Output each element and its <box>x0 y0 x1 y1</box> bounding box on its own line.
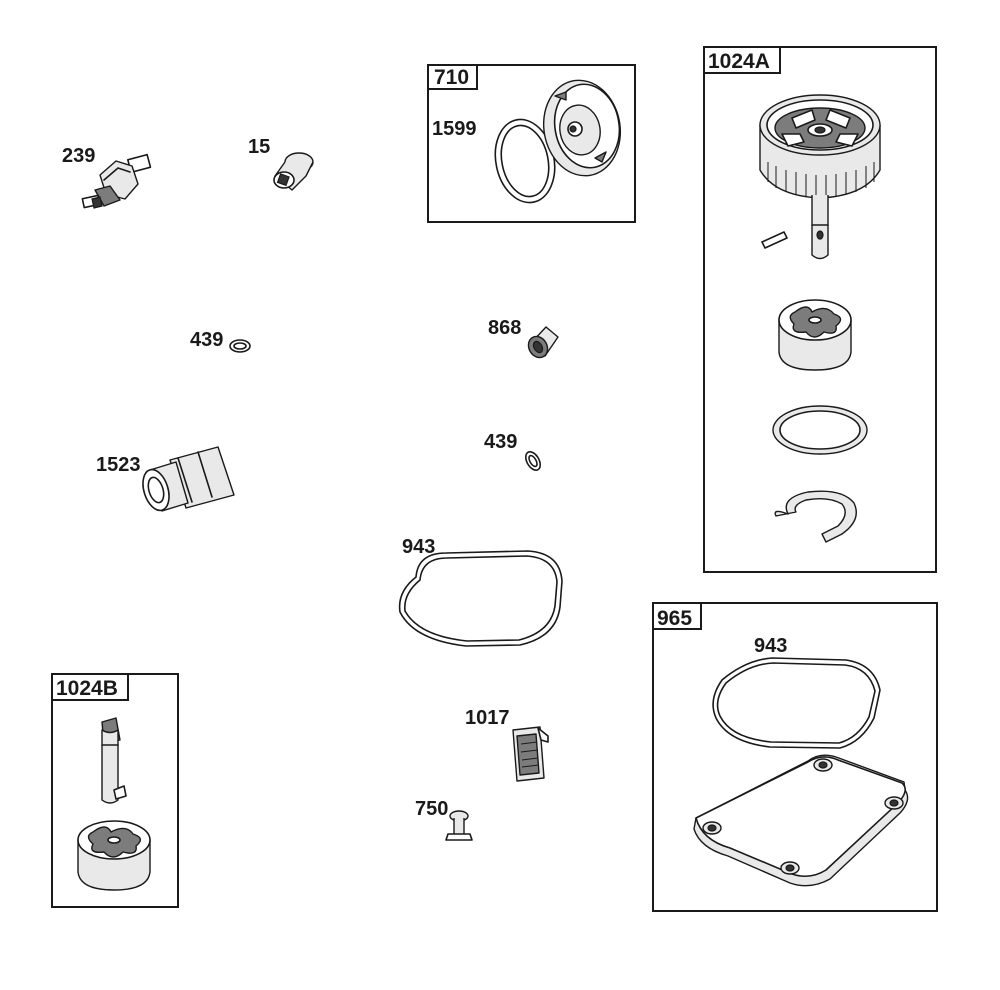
group-965-box <box>652 602 938 912</box>
part-439-o-ring-left <box>229 339 251 353</box>
part-1523-adapter <box>142 446 235 512</box>
label-750: 750 <box>415 798 448 820</box>
part-1017-screen <box>512 726 549 782</box>
shaft <box>101 717 127 804</box>
label-965: 965 <box>657 607 692 630</box>
label-239: 239 <box>62 145 95 167</box>
label-1599: 1599 <box>432 118 477 140</box>
part-239-pressure-switch <box>81 153 152 209</box>
label-943: 943 <box>402 536 435 558</box>
part-439-o-ring-center <box>524 451 542 471</box>
label-943-in-965: 943 <box>754 635 787 657</box>
group-1024b-box <box>51 673 179 908</box>
part-868-bushing <box>527 326 559 359</box>
label-868: 868 <box>488 317 521 339</box>
group-1024a-box <box>703 46 937 573</box>
snap-ring <box>774 490 857 543</box>
label-1523: 1523 <box>96 454 141 476</box>
group-710-box <box>427 64 636 223</box>
part-15-plug <box>273 152 314 191</box>
label-710: 710 <box>434 66 469 89</box>
cover-plate <box>693 754 909 887</box>
label-439-center: 439 <box>484 431 517 453</box>
flat-ring <box>772 405 868 455</box>
label-1024b: 1024B <box>56 677 118 700</box>
rotor <box>778 299 852 371</box>
label-1024a: 1024A <box>708 50 770 73</box>
label-1017: 1017 <box>465 707 510 729</box>
drive-pin <box>761 231 788 249</box>
part-943-gasket <box>398 550 563 647</box>
part-750-screw <box>445 810 473 841</box>
rotor-1024b <box>77 820 151 891</box>
gear <box>759 94 881 260</box>
label-439-left: 439 <box>190 329 223 351</box>
label-15: 15 <box>248 136 270 158</box>
